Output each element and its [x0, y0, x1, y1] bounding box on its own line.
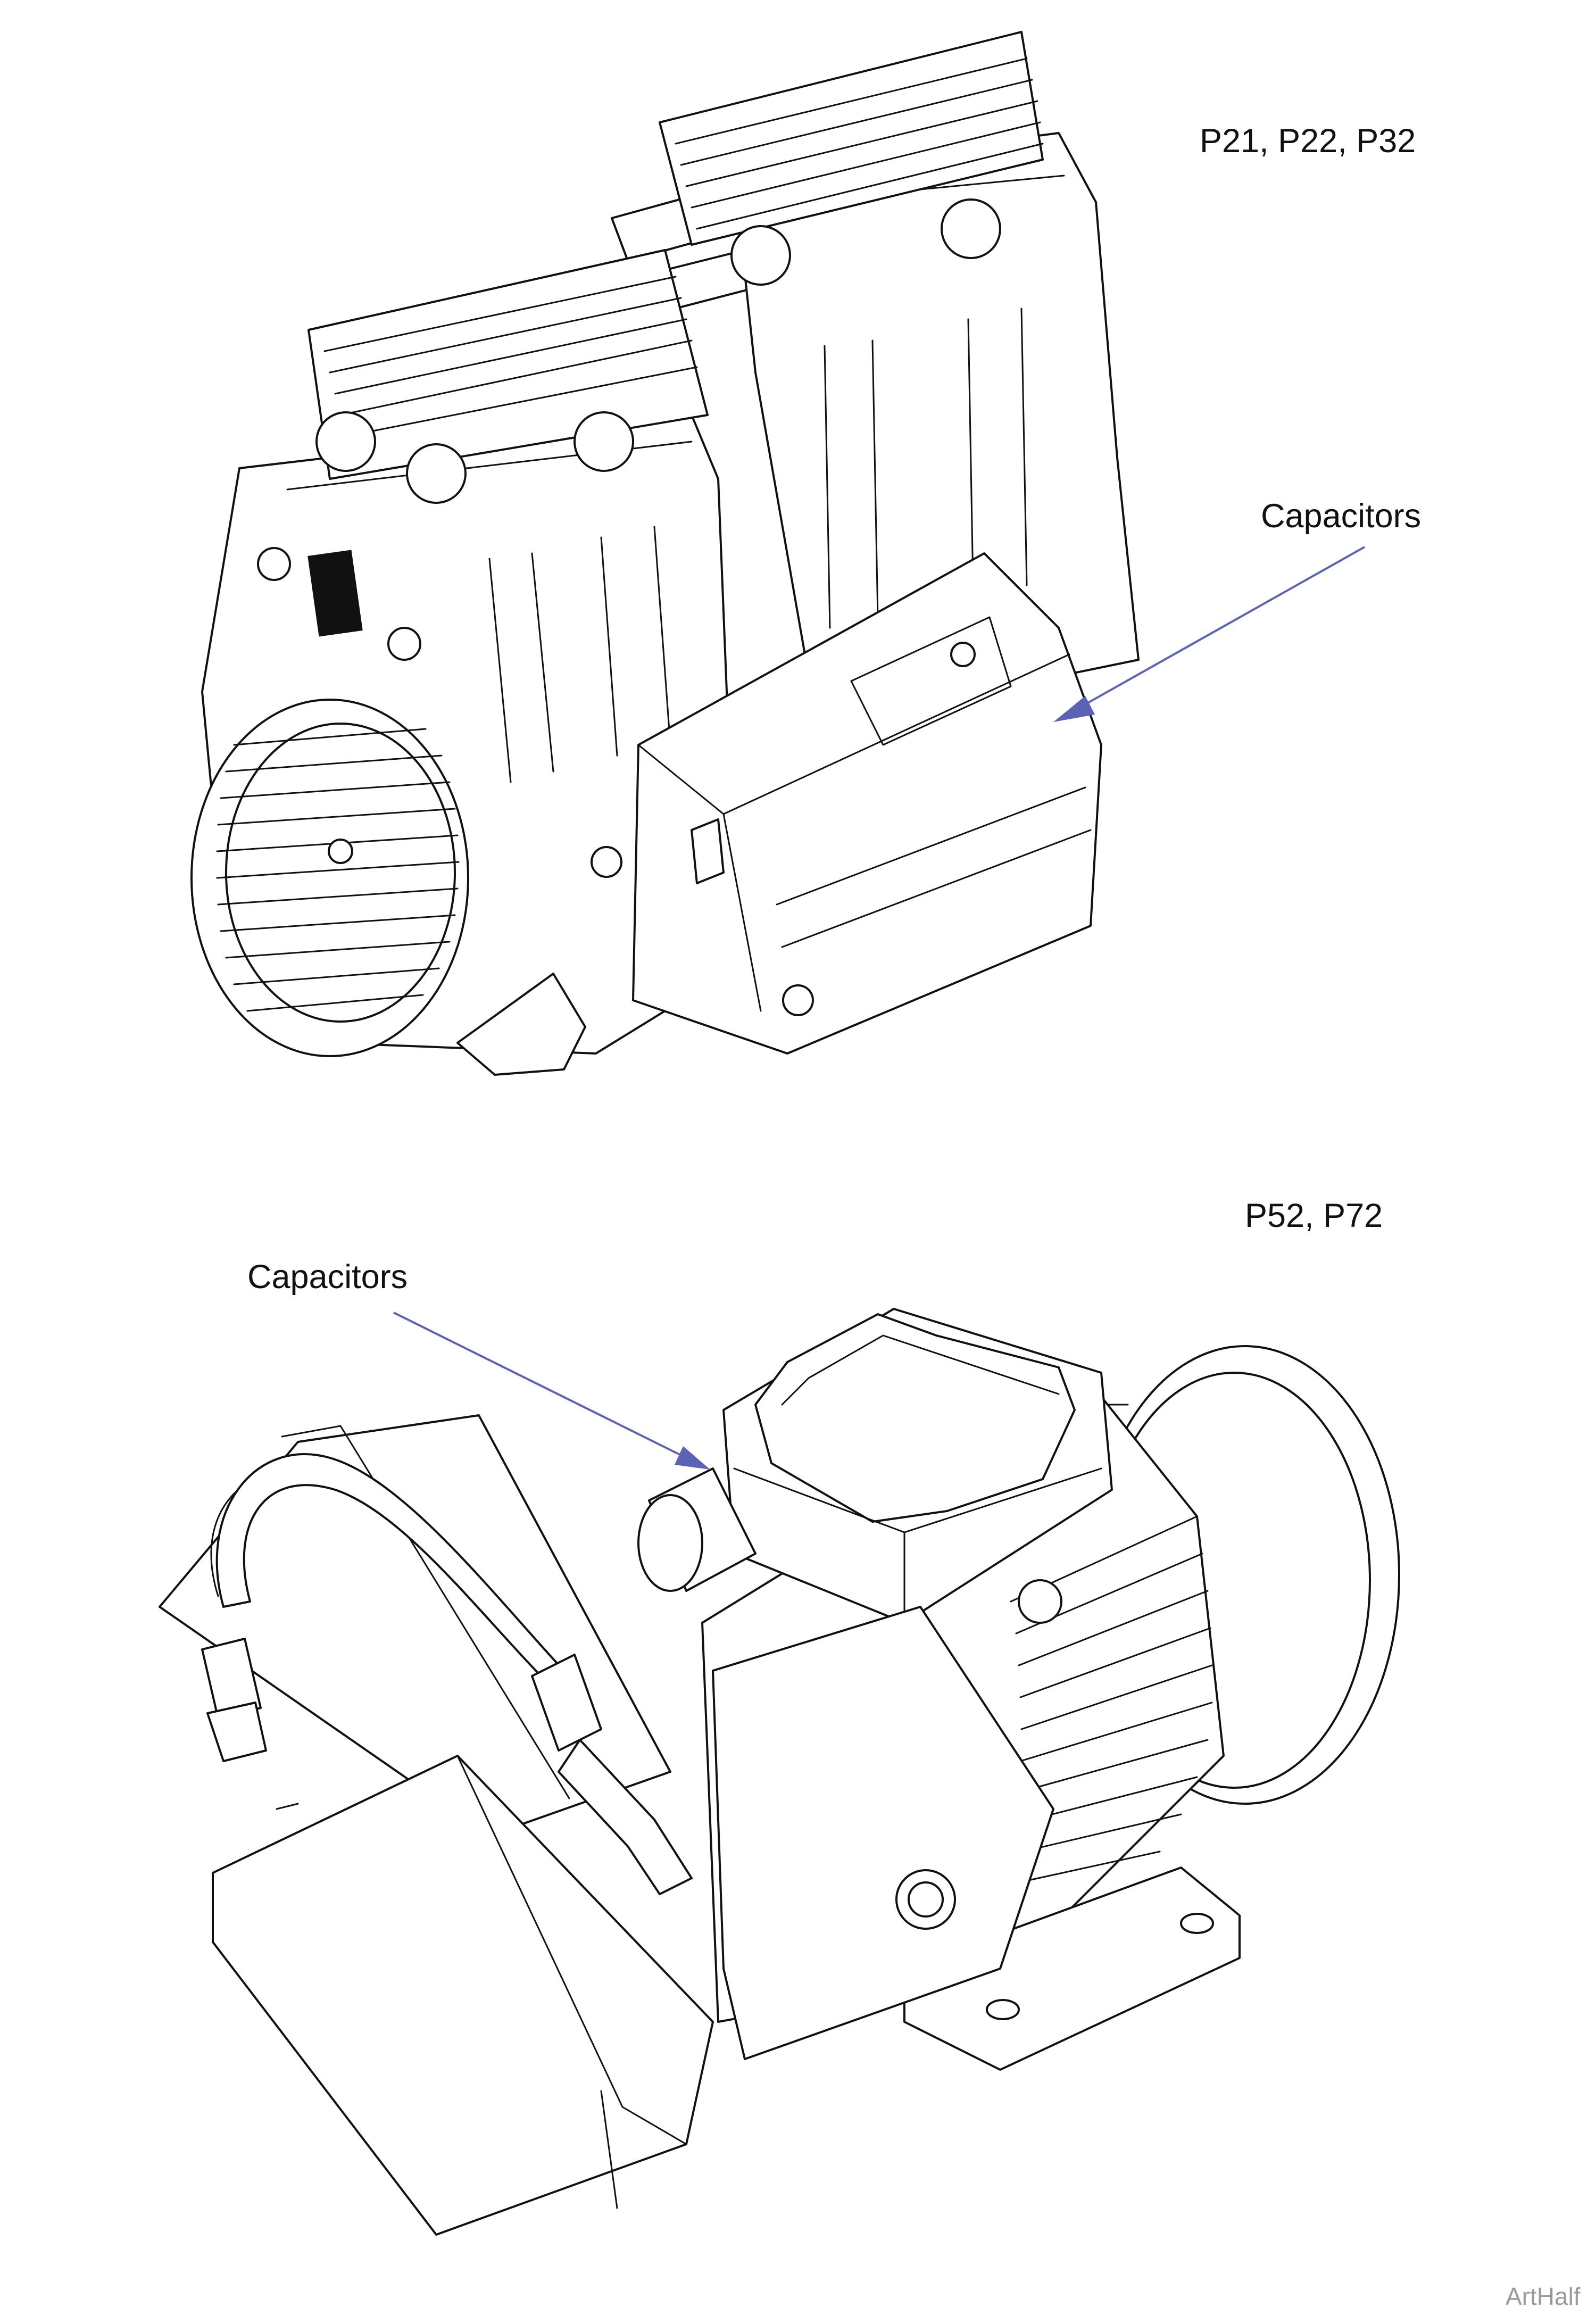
top-capacitors-callout: Capacitors — [1261, 497, 1421, 535]
twin-head-compressor-illustration — [190, 31, 1140, 1076]
bottom-callout-leader-arrow — [393, 1312, 710, 1470]
top-model-label: P21, P22, P32 — [1200, 122, 1416, 160]
top-callout-leader-arrow — [1053, 546, 1365, 722]
watermark-label: ArtHalf — [1506, 2283, 1581, 2310]
bottom-capacitors-callout: Capacitors — [247, 1258, 408, 1296]
bottom-model-label: P52, P72 — [1245, 1197, 1383, 1234]
single-motor-compressor-illustration — [159, 1308, 1400, 2236]
